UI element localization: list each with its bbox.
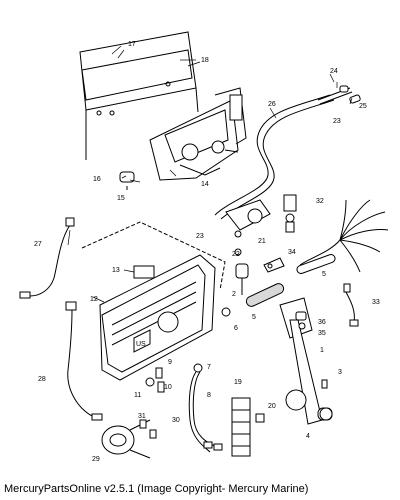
callout-6: 6 — [234, 325, 238, 332]
control-cables — [214, 94, 335, 220]
buzzer-29 — [101, 419, 151, 459]
control-mechanism — [149, 87, 247, 181]
handle-parts — [295, 311, 307, 330]
cable-ends — [317, 82, 361, 105]
callout-17: 17 — [128, 41, 136, 48]
hardware-30-31 — [139, 419, 157, 439]
callout-10: 10 — [164, 384, 172, 391]
washer-6 — [221, 307, 231, 317]
callout-2: 2 — [232, 291, 236, 298]
control-housing: US — [81, 221, 226, 381]
trim-cable — [188, 363, 223, 453]
lead-27 — [19, 217, 75, 299]
callout-32: 32 — [316, 198, 324, 205]
callout-15: 15 — [117, 195, 125, 202]
wiring-harness — [296, 199, 389, 274]
parts-diagram: US — [19, 31, 389, 463]
side-cable-33 — [343, 283, 359, 327]
callout-26: 26 — [268, 101, 276, 108]
callout-19: 19 — [234, 379, 242, 386]
small-parts-15-16 — [119, 171, 141, 190]
callout-30: 30 — [172, 417, 180, 424]
callout-20: 20 — [268, 403, 276, 410]
callout-34: 34 — [288, 249, 296, 256]
copyright-footer: MercuryPartsOnline v2.5.1 (Image Copyrig… — [0, 478, 400, 500]
connector-34 — [263, 257, 285, 273]
callout-21: 21 — [258, 238, 266, 245]
callout-3: 3 — [338, 369, 342, 376]
housing-label: US — [136, 341, 146, 348]
knob-4 — [319, 407, 333, 421]
terminal-block — [231, 397, 265, 457]
callout-23b: 23 — [196, 233, 204, 240]
callout-4: 4 — [306, 433, 310, 440]
callout-31: 31 — [138, 413, 146, 420]
bracket-13 — [133, 265, 155, 279]
callout-14: 14 — [201, 181, 209, 188]
ignition-switch — [225, 199, 271, 256]
callout-36: 36 — [318, 319, 326, 326]
leader-lines — [67, 45, 353, 303]
callout-28: 28 — [38, 376, 46, 383]
lead-28 — [65, 301, 103, 421]
callout-16: 16 — [93, 176, 101, 183]
mounting-plate — [79, 31, 199, 160]
callout-35: 35 — [318, 330, 326, 337]
callout-13: 13 — [112, 267, 120, 274]
callout-33: 33 — [372, 299, 380, 306]
callout-5b: 5 — [252, 314, 256, 321]
callout-9: 9 — [168, 359, 172, 366]
hardware-9-10-11 — [145, 367, 165, 393]
callout-23a: 23 — [333, 118, 341, 125]
callout-12: 12 — [90, 296, 98, 303]
callout-18: 18 — [201, 57, 209, 64]
callout-27: 27 — [34, 241, 42, 248]
screw-3 — [321, 379, 328, 389]
key-switch — [283, 194, 297, 233]
callout-11: 11 — [134, 392, 141, 399]
callout-8: 8 — [207, 392, 211, 399]
callout-29: 29 — [92, 456, 100, 463]
callout-25: 25 — [359, 103, 367, 110]
callout-22: 22 — [232, 251, 240, 258]
callout-5a: 5 — [322, 271, 326, 278]
callout-labels: 17 18 14 16 15 24 25 23 26 32 23 21 22 3… — [34, 41, 380, 463]
callout-1: 1 — [320, 347, 324, 354]
callout-24: 24 — [330, 68, 338, 75]
callout-7: 7 — [207, 364, 211, 371]
shaft-assembly — [235, 263, 285, 307]
